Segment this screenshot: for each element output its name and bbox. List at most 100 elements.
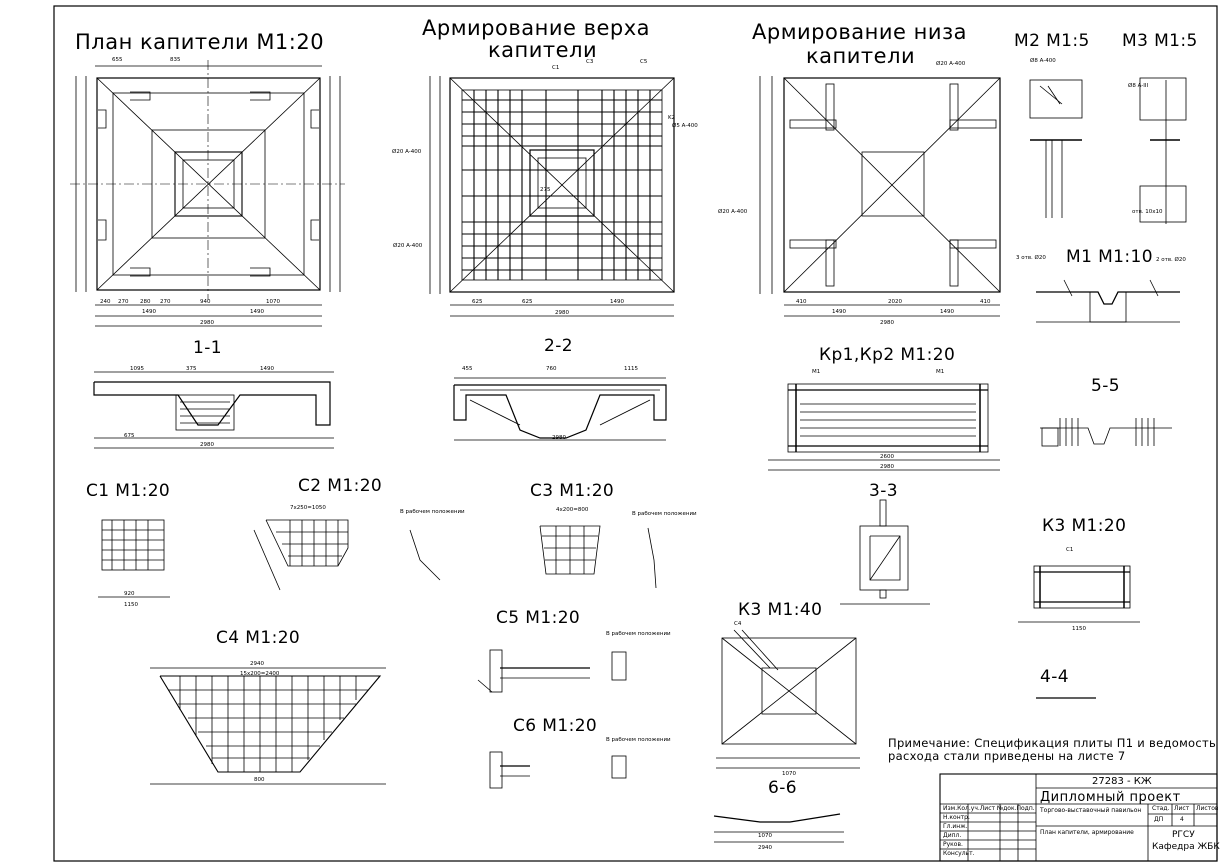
bottom-reinforcement-view	[759, 76, 1001, 317]
callout-label: Ø8 A-400	[1030, 58, 1056, 64]
section-5-5	[1040, 418, 1172, 447]
title-section-3-3: 3-3	[869, 481, 898, 501]
stamp-row: Н.контр.	[943, 814, 970, 821]
dim-label: 410	[796, 299, 807, 305]
title-top-reinforcement-2: капители	[488, 38, 598, 62]
sheet-header: Лист	[1174, 805, 1190, 812]
sheet-content: План капители, армирование	[1040, 829, 1134, 836]
frame-k3-m1-20	[1018, 565, 1140, 623]
callout-label: М1	[936, 369, 945, 375]
callout-label: Ø20 A-400	[392, 149, 422, 155]
dim-label: 2980	[200, 442, 214, 448]
dim-label: 1150	[124, 602, 138, 608]
dim-label: 270	[160, 299, 171, 305]
section-2-2	[453, 377, 667, 441]
stage-header: Стад.	[1152, 805, 1170, 812]
stage-value: ДП	[1154, 816, 1164, 823]
callout-label: 275	[540, 187, 551, 193]
dim-label: 1490	[610, 299, 624, 305]
doc-subject: Торгово-выставочный павильон	[1040, 807, 1142, 814]
dim-label: 1095	[130, 366, 144, 372]
department: Кафедра ЖБК	[1152, 842, 1220, 852]
dim-label: 2980	[880, 320, 894, 326]
section-3-3	[840, 499, 930, 605]
callout-label: Ø20 A-400	[718, 209, 748, 215]
note-line-2: расхода стали приведены на листе 7	[888, 749, 1126, 763]
dim-label: В рабочем положении	[400, 509, 465, 515]
dim-label: 1490	[260, 366, 274, 372]
callout-label: K2	[668, 115, 676, 121]
callout-label: Ø20 A-400	[393, 243, 423, 249]
sheet-frame	[53, 5, 1218, 862]
dim-label: 760	[546, 366, 557, 372]
callout-label: М1	[812, 369, 821, 375]
dim-label: 7x250=1050	[290, 505, 326, 511]
dim-label: В рабочем положении	[606, 737, 671, 743]
callout-label: 2 отв. Ø20	[1156, 257, 1186, 263]
stamp-row: Руков.	[943, 841, 963, 848]
dim-label: 800	[254, 777, 265, 783]
dim-label: 280	[140, 299, 151, 305]
title-c5: С5 М1:20	[496, 608, 581, 628]
university: РГСУ	[1172, 830, 1195, 840]
title-section-1-1: 1-1	[193, 338, 222, 358]
mesh-c5	[477, 649, 627, 693]
doc-code: 27283 - КЖ	[1092, 776, 1152, 787]
dim-label: 675	[124, 433, 135, 439]
title-m2: М2 М1:5	[1014, 31, 1090, 51]
dim-label: 2980	[555, 310, 569, 316]
dim-label: 835	[170, 57, 181, 63]
callout-label: Ø5 A-400	[672, 123, 698, 129]
sheet-value: 4	[1180, 816, 1184, 823]
doc-title: Дипломный проект	[1040, 790, 1181, 805]
title-c4: С4 М1:20	[216, 628, 301, 648]
title-k3-m1-20: К3 М1:20	[1042, 516, 1127, 536]
stamp-row: Гл.инж.	[943, 823, 968, 830]
dim-label: 2980	[552, 435, 566, 441]
dim-label: 1490	[832, 309, 846, 315]
mesh-c6	[489, 751, 627, 789]
mesh-c1	[98, 519, 170, 598]
dim-label: 625	[472, 299, 483, 305]
callout-label: С4	[734, 621, 742, 627]
dim-label: 2600	[880, 454, 894, 460]
dim-label: 4x200=800	[556, 507, 589, 513]
title-section-4-4: 4-4	[1040, 667, 1069, 687]
frame-k3-m1-40	[716, 629, 860, 769]
section-1-1	[93, 371, 334, 449]
callout-label: 3 отв. Ø20	[1016, 255, 1046, 261]
stamp-row: Консульт.	[943, 850, 975, 857]
callout-label: C3	[586, 59, 594, 65]
title-capital-plan: План капители М1:20	[75, 30, 325, 54]
callout-label: Ø8 A-III	[1128, 83, 1149, 89]
title-c3: С3 М1:20	[530, 481, 615, 501]
title-top-reinforcement-1: Армирование верха	[422, 16, 651, 40]
title-c1: С1 М1:20	[86, 481, 171, 501]
section-6-6	[713, 813, 844, 843]
dim-label: 940	[200, 299, 211, 305]
dim-label: В рабочем положении	[632, 511, 697, 517]
title-section-6-6: 6-6	[768, 778, 797, 798]
title-k3-m1-40: К3 М1:40	[738, 600, 823, 620]
dim-label: 1490	[940, 309, 954, 315]
title-section-2-2: 2-2	[544, 336, 573, 356]
dim-label: В рабочем положении	[606, 631, 671, 637]
dim-label: 15x200=2400	[240, 671, 280, 677]
dim-label: 625	[522, 299, 533, 305]
dim-label: 2940	[250, 661, 264, 667]
dim-label: 2980	[200, 320, 214, 326]
detail-m1	[1036, 279, 1180, 323]
title-c2: С2 М1:20	[298, 476, 383, 496]
title-bottom-reinforcement-2: капители	[806, 44, 916, 68]
dim-label: 2020	[888, 299, 902, 305]
dim-label: 455	[462, 366, 473, 372]
callout-label: C1	[552, 65, 560, 71]
title-bottom-reinforcement-1: Армирование низа	[752, 20, 967, 44]
title-section-5-5: 5-5	[1091, 376, 1120, 396]
dim-label: 1150	[1072, 626, 1086, 632]
title-kr1-kr2: Кр1,Кр2 М1:20	[819, 345, 956, 365]
detail-m2-m3	[1029, 77, 1187, 224]
top-reinforcement-view	[429, 76, 675, 317]
